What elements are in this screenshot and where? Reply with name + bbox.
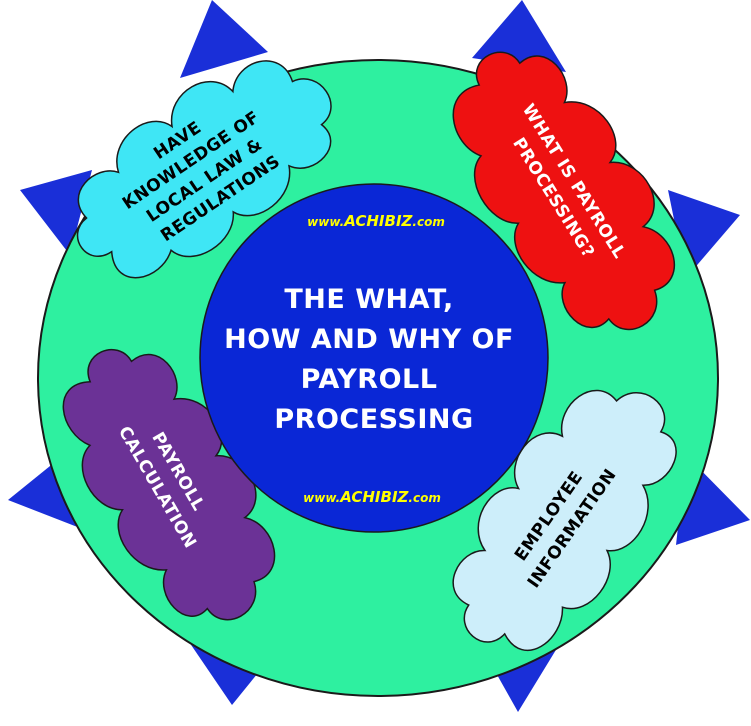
cloud-what-is: WHAT IS PAYROLL PROCESSING?: [452, 51, 675, 331]
cloud-shape: [452, 389, 677, 652]
center-circle: [199, 183, 549, 533]
cloud-employee: EMPLOYEE INFORMATION: [452, 389, 677, 652]
cloud-shape: [452, 51, 675, 331]
cloud-knowledge: HAVE KNOWLEDGE OF LOCAL LAW & REGULATION…: [76, 60, 332, 279]
center-title-line: PROCESSING: [274, 404, 473, 435]
cloud-shape: [76, 60, 332, 279]
center-title-line: THE WHAT,: [284, 284, 453, 315]
watermark-bottom: www.ACHIBIZ.com: [303, 488, 441, 506]
center-title-line: PAYROLL: [301, 364, 438, 395]
spike: [180, 0, 268, 78]
watermark-top: www.ACHIBIZ.com: [307, 212, 445, 230]
center-title-line: HOW AND WHY OF: [224, 324, 514, 355]
cloud-calculation: PAYROLL CALCULATION: [62, 348, 276, 621]
center-title: THE WHAT, HOW AND WHY OF PAYROLL PROCESS…: [224, 284, 524, 435]
cloud-shape: [62, 348, 276, 621]
